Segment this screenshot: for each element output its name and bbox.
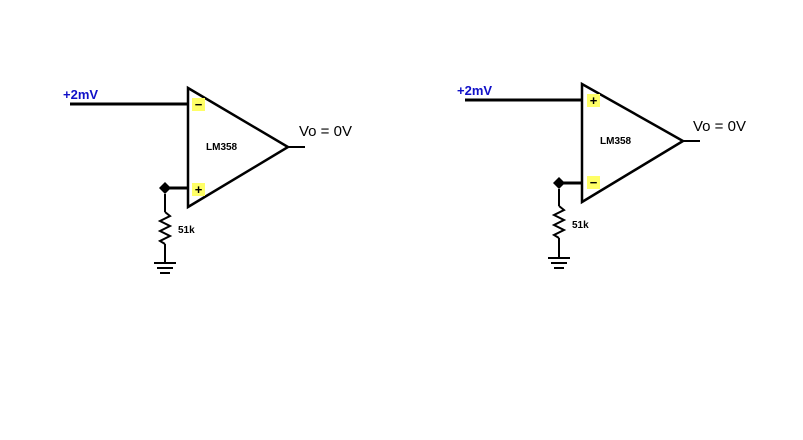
junction-node: [553, 177, 565, 189]
circuit-left: +2mV Vo = 0V LM358 − + 51k: [63, 85, 352, 274]
input-voltage-label: +2mV: [457, 83, 492, 98]
op-amp-model-label: LM358: [600, 136, 632, 147]
ground-symbol: [548, 257, 570, 269]
circuit-right: +2mV Vo = 0V LM358 + − 51k: [457, 81, 746, 269]
inverting-input-sign: −: [590, 175, 598, 190]
pin-highlight-top: [192, 98, 205, 111]
pin-highlight-bottom: [192, 183, 205, 196]
ground-symbol: [154, 262, 176, 274]
op-amp-model-label: LM358: [206, 142, 238, 153]
resistor-value-label: 51k: [178, 225, 195, 236]
output-voltage-label: Vo = 0V: [299, 123, 352, 140]
op-amp-triangle: [186, 85, 291, 210]
output-voltage-label: Vo = 0V: [693, 118, 746, 135]
non-inverting-input-sign: +: [195, 182, 203, 197]
resistor-symbol: [157, 211, 173, 245]
resistor-value-label: 51k: [572, 220, 589, 231]
pin-highlight-top: [587, 94, 600, 107]
input-voltage-label: +2mV: [63, 87, 98, 102]
inverting-input-sign: −: [195, 97, 203, 112]
resistor-symbol: [551, 205, 567, 239]
junction-node: [159, 182, 171, 194]
op-amp-triangle: [580, 81, 686, 205]
non-inverting-input-sign: +: [590, 93, 598, 108]
pin-highlight-bottom: [587, 176, 600, 189]
